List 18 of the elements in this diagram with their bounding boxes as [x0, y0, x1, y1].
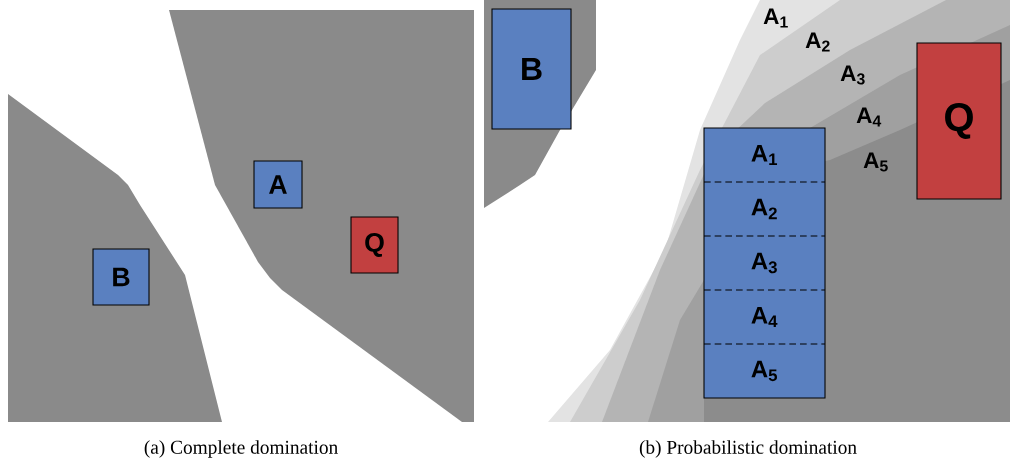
region-label: A$_{4}$: [856, 107, 882, 127]
cell-label: A$_{4}$: [751, 306, 778, 328]
letter-box: A: [253, 160, 303, 209]
letter-box: B: [491, 8, 572, 130]
cell-label: A$_{5}$: [751, 360, 778, 382]
region-label: A$_{1}$: [763, 8, 788, 28]
region-label: A$_{5}$: [863, 152, 888, 172]
subfigure-caption: (b) Probabilistic domination: [639, 440, 857, 458]
stacked-box: [703, 127, 826, 399]
letter-box: B: [92, 248, 150, 306]
letter-box: Q: [916, 42, 1002, 200]
region-label: A$_{2}$: [805, 32, 830, 52]
region-label: A$_{3}$: [840, 65, 865, 85]
cell-label: A$_{1}$: [751, 144, 778, 166]
cell-label: A$_{2}$: [751, 198, 777, 220]
cell-label: A$_{3}$: [751, 252, 777, 274]
letter-box: Q: [350, 216, 399, 274]
subfigure-caption: (a) Complete domination: [144, 440, 338, 458]
